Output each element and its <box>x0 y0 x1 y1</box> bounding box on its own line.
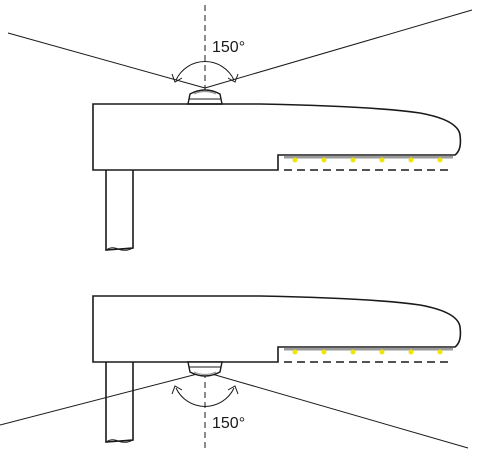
bottom-arc-arrow-left <box>171 385 183 395</box>
top-angle-label: 150° <box>212 39 245 56</box>
bottom-arc-arrow-right <box>227 385 239 395</box>
top-led-5 <box>408 157 414 163</box>
bottom-photocell-sensor <box>187 361 223 377</box>
top-arc-arrow-right <box>227 73 239 83</box>
bottom-led-5 <box>408 349 414 355</box>
bottom-led-6 <box>437 349 443 355</box>
top-led-6 <box>437 157 443 163</box>
top-beam-line-right <box>204 9 473 89</box>
top-beam-line-left <box>7 32 206 89</box>
top-photocell-sensor <box>187 89 223 105</box>
bottom-led-1 <box>292 349 298 355</box>
top-led-1 <box>292 157 298 163</box>
top-led-row <box>292 157 443 163</box>
top-luminaire-housing <box>92 103 462 171</box>
bottom-beam-line-right <box>204 371 469 449</box>
bottom-luminaire-figure: 150° <box>0 295 469 450</box>
top-led-3 <box>350 157 356 163</box>
bottom-angle-label: 150° <box>212 415 245 432</box>
top-arc-arrow-left <box>171 73 183 83</box>
top-angle-arc <box>175 61 235 81</box>
bottom-led-3 <box>350 349 356 355</box>
bottom-pole <box>105 362 134 443</box>
bottom-luminaire-housing <box>92 295 462 363</box>
top-led-2 <box>321 157 327 163</box>
top-luminaire-figure: 150° <box>7 5 473 251</box>
bottom-beam-line-left <box>0 371 206 426</box>
top-led-4 <box>379 157 385 163</box>
bottom-angle-arc <box>175 387 235 407</box>
bottom-led-2 <box>321 349 327 355</box>
bottom-led-row <box>292 349 443 355</box>
top-pole <box>105 170 134 251</box>
bottom-led-4 <box>379 349 385 355</box>
